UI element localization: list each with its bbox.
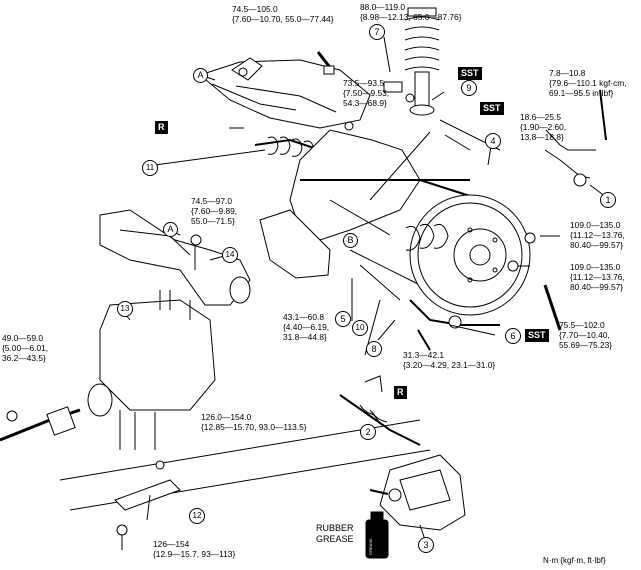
callout-6: 6 — [505, 328, 521, 344]
sst-tag-right: SST — [480, 102, 504, 115]
callout-14: 14 — [222, 247, 238, 263]
callout-11: 11 — [142, 160, 158, 176]
callout-7: 7 — [369, 24, 385, 40]
torque-spec-upper-link: 73.5—93.5{7.50—9.53,54.3—68.9} — [343, 78, 390, 108]
torque-spec-crossmember: 74.5—97.0{7.60—9.89,55.0—71.5} — [191, 196, 238, 226]
torque-spec-lower-link: 31.3—42.1{3.20—4.29, 23.1—31.0} — [403, 350, 496, 370]
grease-can-icon: GREASE — [368, 538, 373, 555]
torque-spec-stopper: 126—154{12.9—15.7, 93—113} — [153, 539, 236, 559]
torque-spec-abs-sensor: 7.8—10.8{79.6—110.1 kgf·cm,69.1—95.5 in·… — [549, 68, 627, 98]
callout-12: 12 — [189, 508, 205, 524]
torque-spec-hub-bolt-2: 109.0—135.0{11.12—13.76,80.40—99.57} — [570, 262, 625, 292]
r-tag-cable: R — [394, 386, 407, 399]
callout-5: 5 — [335, 311, 351, 327]
r-tag-upper: R — [155, 121, 168, 134]
torque-spec-differential-mount: 126.0—154.0{12.85—15.70, 93.0—113.5} — [201, 412, 307, 432]
torque-spec-shock-mount: 88.0—119.0{8.98—12.13, 65.0—87.76} — [360, 2, 462, 22]
callout-4: 4 — [485, 133, 501, 149]
callout-9: 9 — [461, 80, 477, 96]
callout-13: 13 — [117, 301, 133, 317]
callout-8: 8 — [366, 341, 382, 357]
torque-spec-propeller-shaft: 49.0—59.0{5.00—6.01,36.2—43.5} — [2, 333, 49, 363]
reference-a-upper: A — [193, 68, 208, 83]
sst-tag-top: SST — [458, 67, 482, 80]
callout-2: 2 — [360, 424, 376, 440]
sst-tag-lower: SST — [525, 329, 549, 342]
callout-1: 1 — [600, 192, 616, 208]
callout-10: 10 — [352, 320, 368, 336]
torque-spec-lateral-link: 43.1—60.8{4.40—6.19,31.8—44.8} — [283, 312, 330, 342]
torque-spec-upper-arm: 74.5—105.0{7.60—10.70, 55.0—77.44} — [232, 4, 334, 24]
callout-3: 3 — [418, 537, 434, 553]
torque-spec-bracket: 18.6—25.5{1.90—2.60,13.8—18.8} — [520, 112, 567, 142]
reference-b: B — [343, 233, 358, 248]
torque-spec-hub-bolt-1: 109.0—135.0{11.12—13.76,80.40—99.57} — [570, 220, 625, 250]
units-note: N·m {kgf·m, ft·lbf} — [543, 556, 606, 565]
reference-a-lower: A — [163, 222, 178, 237]
torque-spec-trailing-bolt: 75.5—102.0{7.70—10.40,55.69—75.23} — [559, 320, 613, 350]
